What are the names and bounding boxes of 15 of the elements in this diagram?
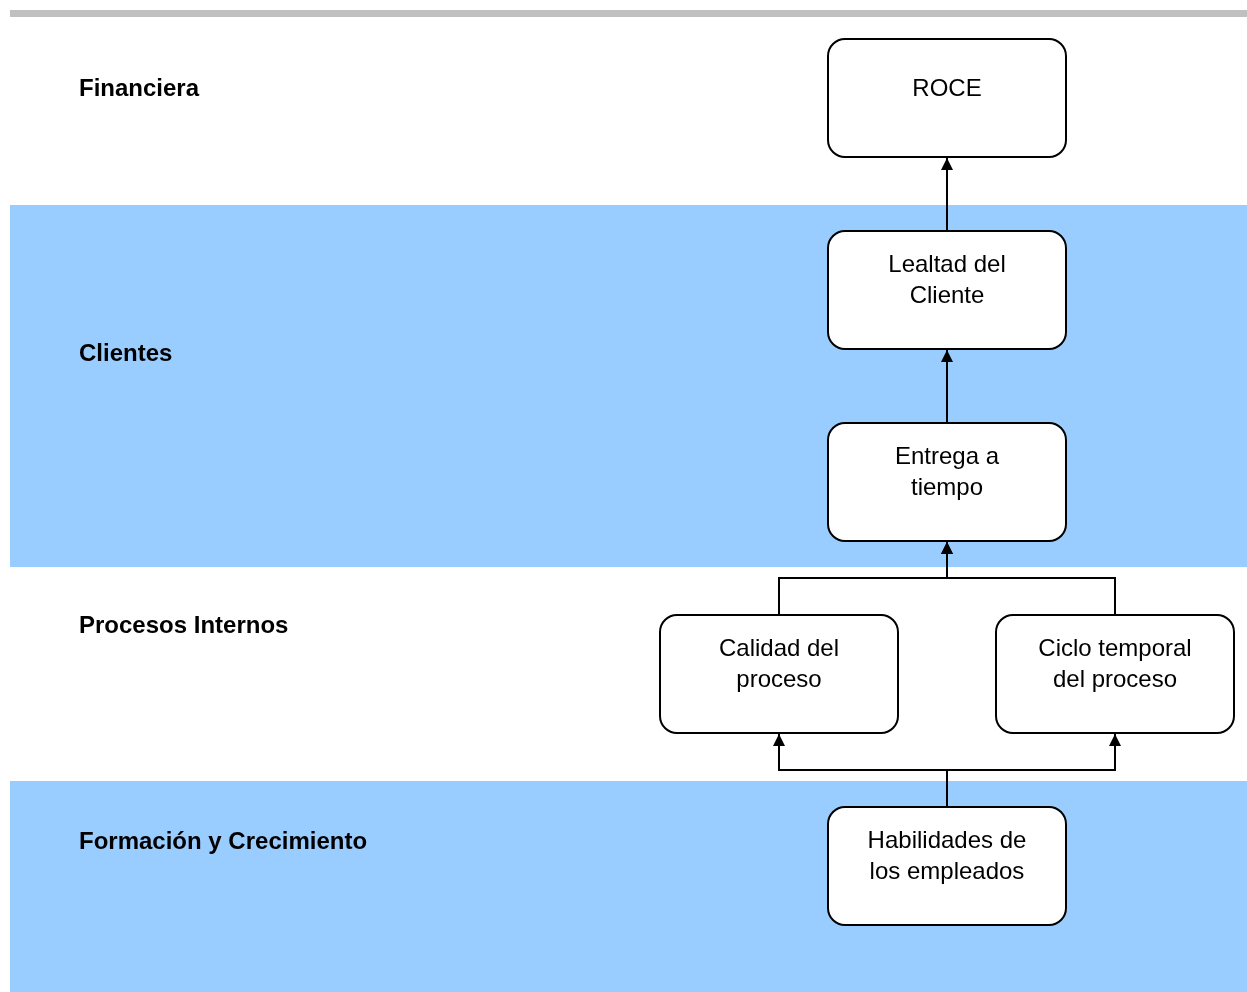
objective-box: Calidad del proceso: [659, 614, 899, 734]
objective-box: Ciclo temporal del proceso: [995, 614, 1235, 734]
arrow: [941, 157, 953, 231]
perspective-band: [10, 781, 1247, 992]
objective-box: Habilidades de los empleados: [827, 806, 1067, 926]
objective-box: ROCE: [827, 38, 1067, 158]
perspective-label: Financiera: [79, 74, 200, 102]
perspective-label: Clientes: [79, 339, 173, 367]
perspective-label: Formación y Crecimiento: [79, 827, 368, 855]
arrow: [941, 349, 953, 423]
perspective-label: Procesos Internos: [79, 611, 289, 639]
perspective-band: [10, 205, 1247, 567]
objective-box: Lealtad del Cliente: [827, 230, 1067, 350]
arrow: [941, 541, 1116, 615]
objective-box: Entrega a tiempo: [827, 422, 1067, 542]
